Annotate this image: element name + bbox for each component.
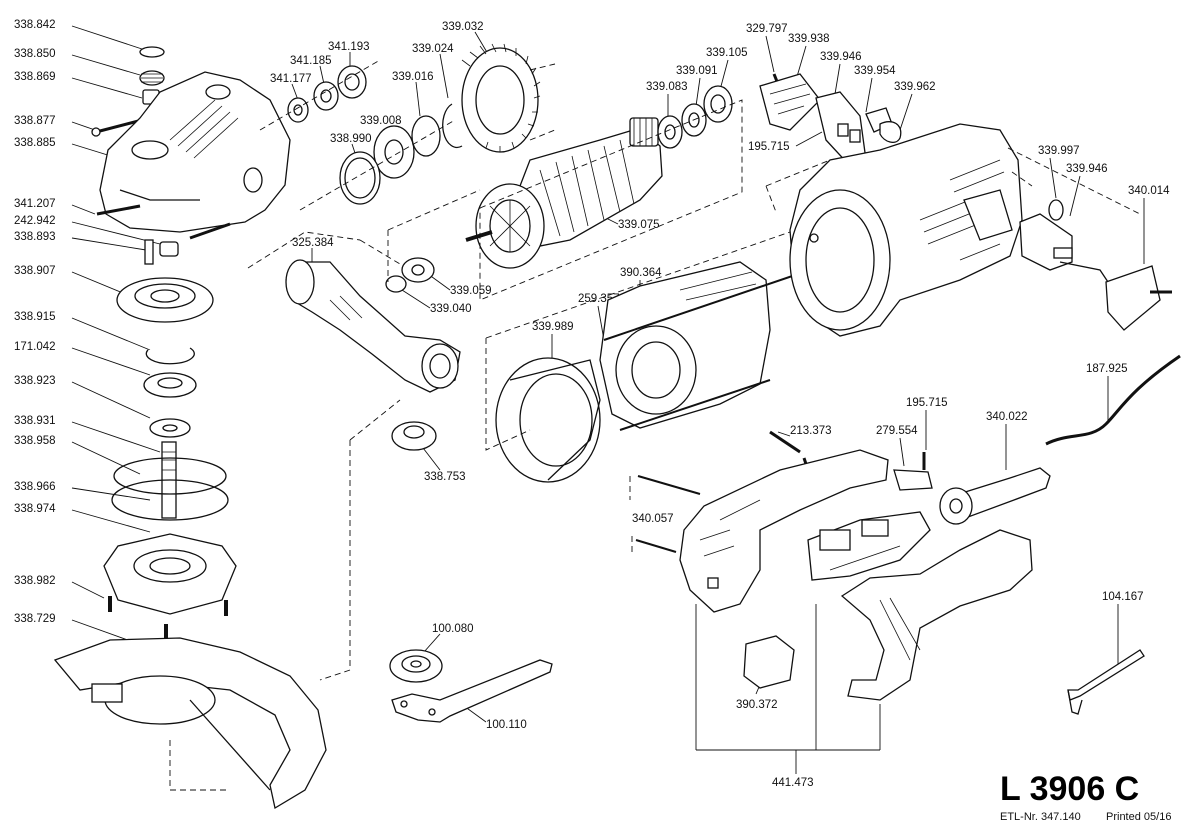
label-338958: 338.958 [14, 435, 56, 447]
label-339075: 339.075 [618, 219, 660, 231]
label-338729: 338.729 [14, 613, 56, 625]
housing-parts [759, 73, 1172, 337]
label-195715b: 195.715 [906, 397, 948, 409]
label-341193: 341.193 [328, 41, 370, 53]
label-339997: 339.997 [1038, 145, 1080, 157]
label-340057: 340.057 [632, 513, 674, 525]
label-338893: 338.893 [14, 231, 56, 243]
housing-labels: 329.797 339.938 339.946 339.954 339.962 … [746, 23, 1170, 264]
label-338982: 338.982 [14, 575, 56, 587]
handle-labels: 187.925 195.715 340.022 213.373 279.554 … [632, 363, 1144, 789]
label-339962: 339.962 [894, 81, 936, 93]
label-187925: 187.925 [1086, 363, 1128, 375]
label-242942: 242.942 [14, 215, 56, 227]
label-338974: 338.974 [14, 503, 56, 515]
label-339040: 339.040 [430, 303, 472, 315]
label-338869: 338.869 [14, 71, 56, 83]
label-339105: 339.105 [706, 47, 748, 59]
label-390364: 390.364 [620, 267, 662, 279]
label-325384: 325.384 [292, 237, 334, 249]
label-213373: 213.373 [790, 425, 832, 437]
label-338842: 338.842 [14, 19, 56, 31]
label-338931: 338.931 [14, 415, 56, 427]
label-338753: 338.753 [424, 471, 466, 483]
label-329797: 329.797 [746, 23, 788, 35]
label-340014: 340.014 [1128, 185, 1170, 197]
label-390372: 390.372 [736, 699, 778, 711]
label-338877: 338.877 [14, 115, 56, 127]
label-339946b: 339.946 [1066, 163, 1108, 175]
printed-date: Printed 05/16 [1106, 811, 1171, 823]
label-339008: 339.008 [360, 115, 402, 127]
label-338850: 338.850 [14, 48, 56, 60]
label-341185: 341.185 [290, 55, 332, 67]
label-339938: 339.938 [788, 33, 830, 45]
label-195715a: 195.715 [748, 141, 790, 153]
label-338966: 338.966 [14, 481, 56, 493]
label-338885: 338.885 [14, 137, 56, 149]
label-341207: 341.207 [14, 198, 56, 210]
center-left-labels: 341.177 341.185 341.193 339.024 339.032 … [270, 21, 527, 731]
label-171042: 171.042 [14, 341, 56, 353]
label-339083: 339.083 [646, 81, 688, 93]
label-339946a: 339.946 [820, 51, 862, 63]
handle-parts [629, 354, 1181, 715]
label-339059: 339.059 [450, 285, 492, 297]
center-left-parts [247, 43, 556, 723]
label-339032: 339.032 [442, 21, 484, 33]
label-338990: 338.990 [330, 133, 372, 145]
label-100080: 100.080 [432, 623, 474, 635]
label-339091: 339.091 [676, 65, 718, 77]
etl-number: ETL-Nr. 347.140 [1000, 811, 1081, 823]
label-340022: 340.022 [986, 411, 1028, 423]
label-339954: 339.954 [854, 65, 896, 77]
label-339016: 339.016 [392, 71, 434, 83]
label-338923: 338.923 [14, 375, 56, 387]
motor-parts [465, 85, 811, 483]
gear-head-assembly [53, 46, 327, 810]
label-100110: 100.110 [486, 719, 527, 731]
label-341177: 341.177 [270, 73, 312, 85]
model-title: L 3906 C [1000, 770, 1139, 808]
left-labels: 338.842 338.850 338.869 338.877 338.885 … [14, 19, 161, 649]
label-441473: 441.473 [772, 777, 814, 789]
label-338907: 338.907 [14, 265, 56, 277]
label-339024: 339.024 [412, 43, 454, 55]
label-104167: 104.167 [1102, 591, 1144, 603]
label-339989: 339.989 [532, 321, 574, 333]
label-279554: 279.554 [876, 425, 918, 437]
label-338915: 338.915 [14, 311, 56, 323]
